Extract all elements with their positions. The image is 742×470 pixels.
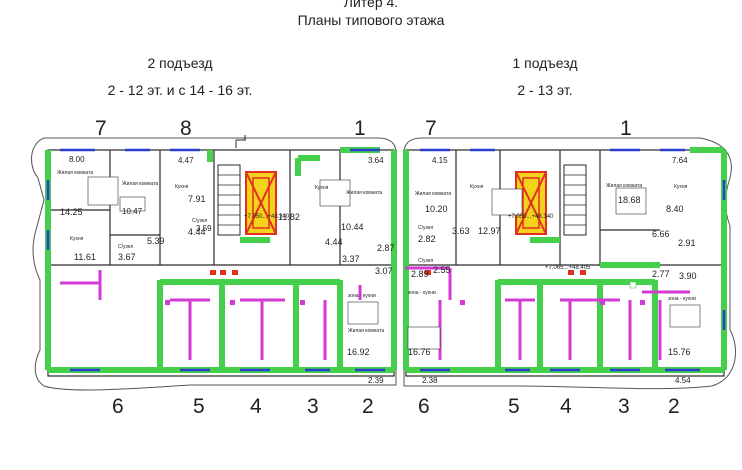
- area-label: 10.44: [341, 222, 364, 232]
- building-outline: [31, 137, 737, 391]
- apt-number-bottom: 3: [618, 395, 630, 418]
- area-label: 15.76: [668, 347, 691, 357]
- area-label: 2.77: [652, 269, 670, 279]
- area-label: 16.92: [347, 347, 370, 357]
- room-name: Кухня: [674, 184, 688, 190]
- room-name: Жилая комната: [57, 170, 94, 176]
- room-name: Жилая комната: [122, 181, 159, 187]
- area-label: 10.20: [425, 204, 448, 214]
- info-boxes: [87, 176, 701, 350]
- apt-number-bottom: 6: [112, 395, 124, 418]
- plan-subtitle: Планы типового этажа: [297, 12, 445, 28]
- apt-number-bottom: 4: [250, 395, 262, 418]
- area-label: 5.39: [147, 236, 165, 246]
- area-label: 11.61: [74, 252, 96, 262]
- area-label: 3.37: [342, 254, 360, 264]
- room-name: С/узел: [192, 218, 208, 224]
- area-label: 11.82: [278, 212, 300, 222]
- area-label: 18.68: [618, 195, 641, 205]
- section-marks: [235, 135, 246, 148]
- building-title: Литер 4.: [343, 0, 399, 10]
- area-label: 4.15: [432, 156, 448, 165]
- room-name: С/узел: [418, 258, 434, 264]
- room-name: Жилая комната: [415, 191, 452, 197]
- room-name: Жилая комната: [346, 190, 383, 196]
- area-label: 2.38: [422, 376, 438, 385]
- room-name: Жилая комната: [348, 328, 385, 334]
- apt-number-top: 7: [95, 117, 107, 140]
- entrance-left-floors: 2 - 12 эт. и с 14 - 16 эт.: [107, 82, 253, 98]
- stair-core-left: [217, 164, 277, 236]
- area-label: 7.64: [672, 156, 688, 165]
- entrance-left-name: 2 подъезд: [147, 55, 213, 71]
- windows: [46, 148, 726, 372]
- elevation-mark: +7.050...+48.340: [508, 214, 554, 220]
- room-name: зона - кухни: [348, 293, 376, 299]
- room-name: С/узел: [118, 244, 134, 250]
- room-name: Кухня: [470, 184, 484, 190]
- area-label: 2.55: [433, 265, 451, 275]
- area-label: 10.47: [122, 207, 143, 216]
- area-label: 12.97: [478, 226, 501, 236]
- room-name: С/узел: [418, 225, 434, 231]
- room-name: Кухня: [175, 184, 189, 190]
- apt-number-bottom: 5: [193, 395, 205, 418]
- plumbing: [165, 300, 645, 305]
- area-label: 2.82: [418, 234, 436, 244]
- area-label: 3.67: [118, 252, 136, 262]
- apt-number-bottom: 3: [307, 395, 319, 418]
- room-name: Кухня: [70, 236, 84, 242]
- room-name: зона - кухни: [408, 290, 436, 296]
- area-label: 3.59: [196, 224, 212, 233]
- fixtures: [210, 270, 586, 275]
- area-label: 2.91: [678, 238, 696, 248]
- room-name: Кухня: [315, 185, 329, 191]
- magenta-walls: [60, 266, 690, 360]
- apt-number-top: 1: [354, 117, 366, 140]
- apt-number-bottom: 4: [560, 395, 572, 418]
- area-label: 2.87: [377, 243, 395, 253]
- apt-number-top: 1: [620, 117, 632, 140]
- area-label: 4.44: [188, 227, 206, 237]
- area-label: 14.25: [60, 207, 83, 217]
- area-label: 6.66: [652, 229, 670, 239]
- apt-number-bottom: 2: [362, 395, 374, 418]
- area-label: 4.47: [178, 156, 194, 165]
- area-label: 3.90: [679, 271, 697, 281]
- room-name: зона - кухни: [668, 296, 696, 302]
- elevation-mark: +7.050...+48.340: [244, 214, 290, 220]
- area-label: 7.91: [188, 194, 206, 204]
- apt-number-bottom: 2: [668, 395, 680, 418]
- room-name: Жилая комната: [606, 183, 643, 189]
- area-label: 16.76: [408, 347, 431, 357]
- area-label: 3.07: [375, 266, 393, 276]
- area-label: 8.40: [666, 204, 684, 214]
- entrance-right-name: 1 подъезд: [512, 55, 578, 71]
- area-label: 2.89: [411, 269, 429, 279]
- area-label: 3.64: [368, 156, 384, 165]
- apt-number-top: 7: [425, 117, 437, 140]
- elevation-mark: +7.065...+48.405: [545, 265, 591, 271]
- area-label: 4.44: [325, 237, 343, 247]
- apt-number-top: 8: [180, 117, 192, 140]
- area-label: 8.00: [69, 155, 85, 164]
- apt-number-bottom: 6: [418, 395, 430, 418]
- entrance-right-floors: 2 - 13 эт.: [517, 82, 573, 98]
- area-label: 2.39: [368, 376, 384, 385]
- area-label: 3.63: [452, 226, 470, 236]
- apt-number-bottom: 5: [508, 395, 520, 418]
- area-label: 4.54: [675, 376, 691, 385]
